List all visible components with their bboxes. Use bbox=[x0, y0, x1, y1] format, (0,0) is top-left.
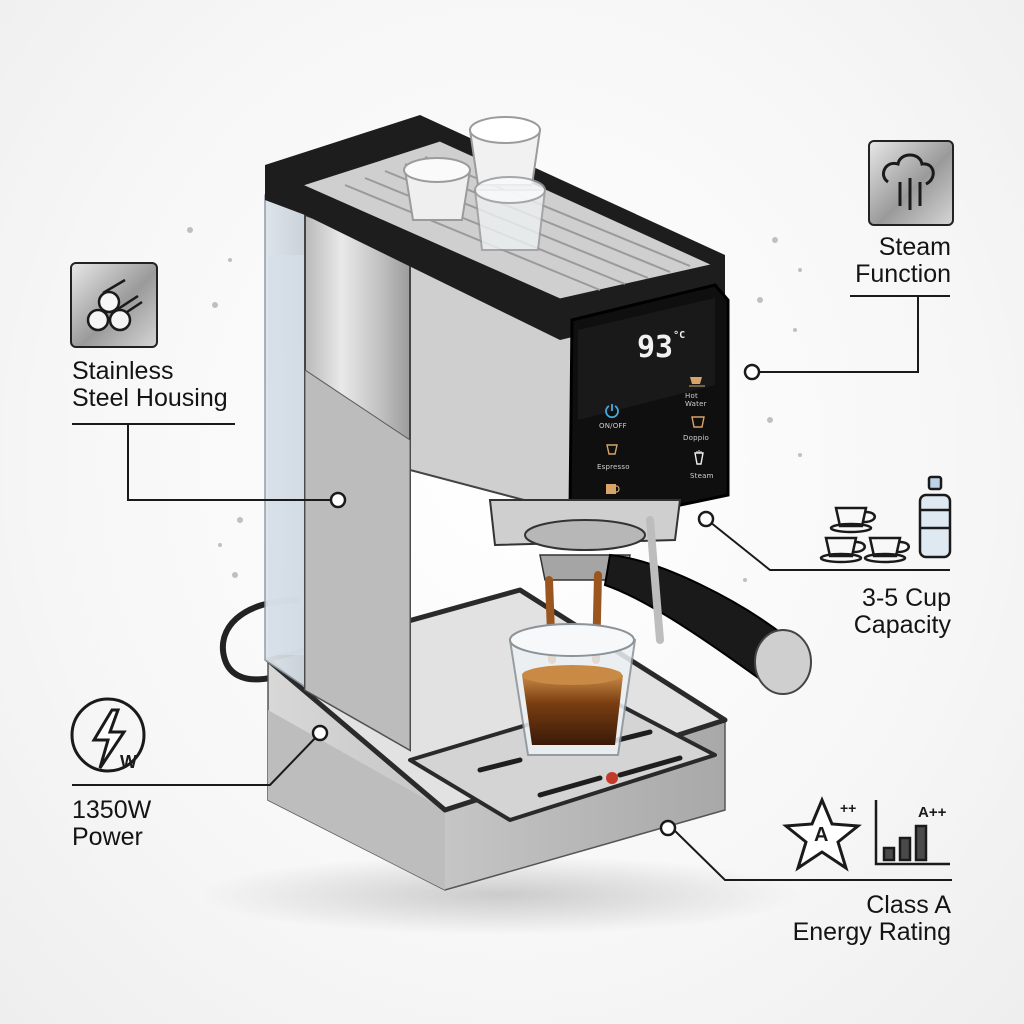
doppio-cup-icon bbox=[691, 416, 705, 428]
steam-button[interactable]: Steam bbox=[680, 450, 720, 484]
steam-icon bbox=[882, 153, 935, 210]
steam-wand-icon bbox=[694, 450, 704, 465]
espresso-button[interactable]: Espresso bbox=[597, 440, 631, 474]
steam-label-line1: Steam bbox=[878, 233, 951, 261]
on-off-button[interactable]: ON/OFF bbox=[597, 402, 627, 432]
hot-water-button[interactable]: Hot Water bbox=[680, 373, 720, 408]
bars-grade-text: A++ bbox=[918, 804, 947, 821]
power-bolt-icon bbox=[70, 697, 146, 773]
power-label-line2: Power bbox=[72, 823, 143, 851]
housing-label-line2: Steel Housing bbox=[72, 384, 228, 412]
long-label: Long bbox=[605, 502, 623, 510]
cups-bottle-icon bbox=[819, 475, 952, 564]
power-label: 1350W Power bbox=[72, 797, 151, 851]
hot-water-cup-icon bbox=[689, 377, 705, 387]
steam-wand bbox=[646, 516, 664, 644]
callout-dots bbox=[311, 363, 761, 837]
steam-label: Steam Function bbox=[820, 234, 951, 288]
long-button[interactable]: Long bbox=[597, 480, 631, 514]
tray-indicator bbox=[606, 772, 618, 784]
floor-shadow bbox=[200, 855, 800, 935]
energy-bars-icon bbox=[874, 800, 950, 866]
callout-lines bbox=[72, 295, 952, 881]
espresso-cup-icon bbox=[606, 444, 618, 455]
warming-cups bbox=[403, 116, 547, 251]
power-label-line1: 1350W bbox=[72, 796, 152, 824]
power-unit-text: W bbox=[120, 752, 137, 772]
housing-label-line1: Stainless bbox=[72, 357, 174, 385]
temperature-unit: °C bbox=[673, 330, 686, 341]
stainless-steel-icon bbox=[86, 278, 143, 332]
hot-water-label: Hot Water bbox=[685, 392, 707, 408]
steam-label-line2: Function bbox=[855, 260, 951, 288]
capacity-label-line2: Capacity bbox=[853, 611, 951, 639]
temperature-value: 93 bbox=[637, 330, 674, 365]
star-grade-text: A bbox=[814, 824, 829, 846]
on-off-label: ON/OFF bbox=[599, 422, 627, 430]
steam-button-label: Steam bbox=[690, 472, 714, 480]
star-plus-text: ++ bbox=[840, 800, 857, 816]
energy-label-line2: Energy Rating bbox=[792, 918, 951, 946]
temperature-readout: 93°C bbox=[637, 330, 685, 365]
energy-star-icon bbox=[782, 796, 862, 872]
espresso-glass bbox=[508, 623, 637, 756]
capacity-label-line1: 3-5 Cup bbox=[862, 584, 951, 612]
capacity-label: 3-5 Cup Capacity bbox=[800, 585, 951, 639]
doppio-button[interactable]: Doppio bbox=[680, 413, 720, 445]
power-icon bbox=[605, 404, 619, 419]
long-cup-icon bbox=[606, 484, 620, 494]
energy-label: Class A Energy Rating bbox=[760, 892, 951, 946]
espresso-label: Espresso bbox=[597, 463, 630, 471]
doppio-label: Doppio bbox=[683, 434, 709, 442]
energy-label-line1: Class A bbox=[866, 891, 951, 919]
housing-label: Stainless Steel Housing bbox=[72, 358, 228, 412]
